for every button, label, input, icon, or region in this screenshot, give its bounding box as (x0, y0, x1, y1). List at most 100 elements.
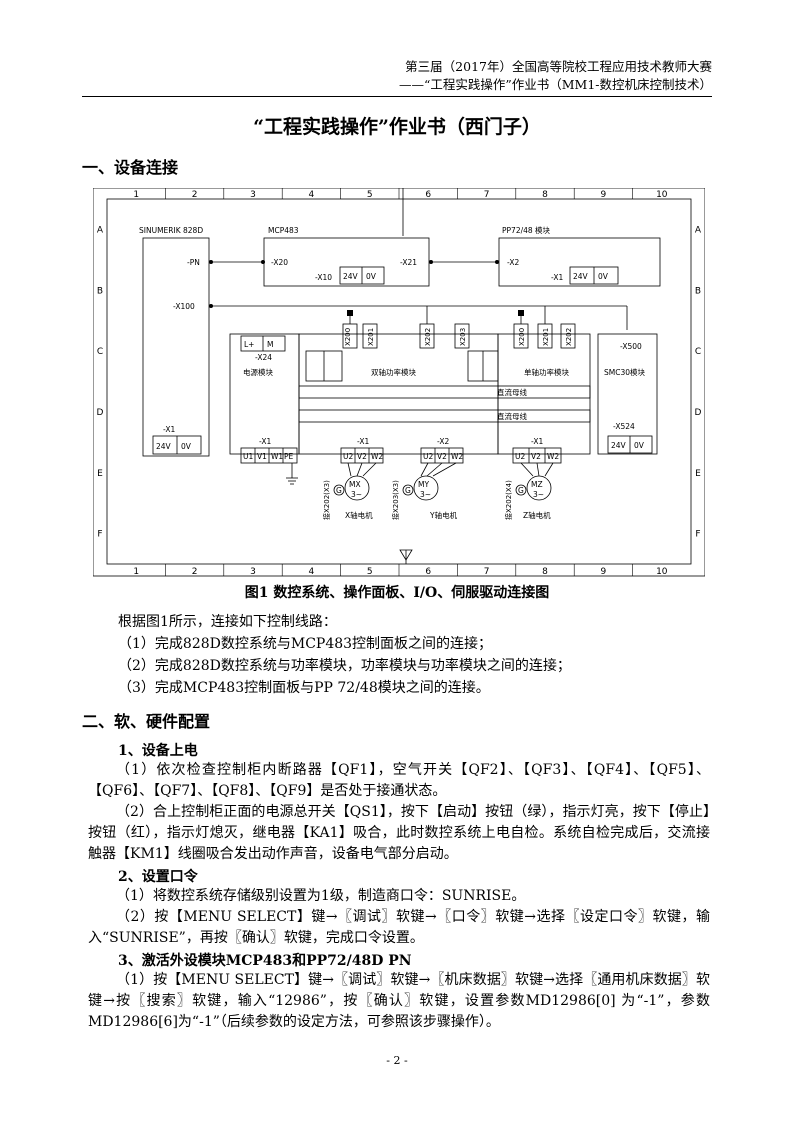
grid-col-bottom-2: 2 (192, 567, 198, 577)
label-24v-mcp: 24V (343, 272, 359, 281)
grid-row-right-E: E (695, 469, 701, 479)
label-dc-bus-2: 直流母线 (497, 411, 527, 421)
grid-row-left-E: E (97, 469, 103, 479)
cnc-box (142, 237, 210, 457)
grid-row-left-B: B (97, 286, 103, 296)
section-2-heading: 二、软、硬件配置 (82, 712, 211, 731)
grid-col-top-10: 10 (656, 190, 668, 200)
label-x500: -X500 (620, 342, 642, 351)
grid-col-top-3: 3 (250, 190, 256, 200)
grid-col-top-8: 8 (542, 190, 548, 200)
label-cnc: SINUMERIK 828D (139, 226, 203, 235)
label-m-power: M (267, 340, 273, 349)
grid-col-bottom-6: 6 (425, 567, 431, 577)
grid-col-top-2: 2 (192, 190, 198, 200)
label-v2-x: V2 (357, 452, 367, 461)
label-v2-y: V2 (437, 452, 447, 461)
power-on-step-1: （1）依次检查控制柜内断路器【QF1】，空气开关【QF2】、【QF3】、【QF4… (88, 762, 710, 799)
label-mcp: MCP483 (268, 226, 299, 235)
label-g-z: G (518, 486, 524, 495)
label-u2-x: U2 (343, 452, 353, 461)
connection-item-1: （1）完成828D数控系统与MCP483控制面板之间的连接； (118, 636, 493, 652)
grid-col-top-7: 7 (484, 190, 490, 200)
label-u1: U1 (243, 452, 253, 461)
grid-col-bottom-10: 10 (656, 567, 668, 577)
label-x1-single: -X1 (531, 437, 543, 446)
password-step-2: （2）按【MENU SELECT】键→〖调试〗软键→〖口令〗软键→选择〖设定口令… (88, 909, 710, 946)
grid-row-left-A: A (97, 225, 104, 235)
label-3ph-z: 3~ (533, 490, 544, 499)
label-single-axis: 单轴功率模块 (524, 367, 569, 377)
label-x1-dual: -X1 (357, 437, 369, 446)
subsection-3-heading: 3、激活外设模块MCP483和PP72/48D PN (118, 953, 412, 969)
grid-col-bottom-7: 7 (484, 567, 490, 577)
page-number: - 2 - (386, 1054, 408, 1067)
grid-col-bottom-3: 3 (250, 567, 256, 577)
label-x10: -X10 (315, 273, 332, 282)
label-x21: -X21 (400, 258, 417, 267)
label-mz: MZ (531, 480, 543, 489)
subsection-1-heading: 1、设备上电 (118, 743, 198, 759)
grid-row-left-C: C (97, 347, 103, 357)
label-y-motor: Y轴电机 (429, 510, 458, 520)
label-v1: V1 (257, 452, 267, 461)
grid-row-right-C: C (695, 347, 701, 357)
section-1-intro: 根据图1所示，连接如下控制线路： (118, 614, 337, 630)
label-w2-y: W2 (451, 452, 463, 461)
grid-col-top-6: 6 (425, 190, 431, 200)
label-24v-cnc: 24V (156, 442, 172, 451)
label-pe: PE (284, 452, 294, 461)
connection-item-2: （2）完成828D数控系统与功率模块，功率模块与功率模块之间的连接； (118, 658, 571, 674)
motor-y (413, 475, 439, 501)
grid-row-right-B: B (695, 286, 701, 296)
label-x201-b: X201 (542, 328, 550, 346)
label-x200-a: X200 (344, 328, 352, 346)
label-24v-pp: 24V (573, 272, 589, 281)
label-z-motor: Z轴电机 (523, 510, 551, 520)
label-g-x: G (336, 486, 342, 495)
document-title: “工程实践操作”作业书（西门子） (253, 116, 541, 138)
label-x1-cnc: -X1 (163, 425, 175, 434)
label-3ph-y: 3~ (420, 490, 431, 499)
label-pp: PP72/48 模块 (502, 225, 551, 235)
power-on-step-2: （2）合上控制柜正面的电源总开关【QS1】，按下【启动】按钮（绿），指示灯亮，按… (88, 804, 710, 862)
label-conn-x3b: 接X203(X3) (391, 480, 400, 520)
label-x202-b: X202 (565, 328, 573, 346)
connection-item-3: （3）完成MCP483控制面板与PP 72/48模块之间的连接。 (118, 680, 490, 696)
label-x524: -X524 (613, 422, 635, 431)
grid-col-bottom-5: 5 (367, 567, 373, 577)
header-line-2: ——“工程实践操作”作业书（MM1-数控机床控制技术） (398, 77, 712, 92)
label-x200-b: X200 (518, 328, 526, 346)
label-x1-power: -X1 (259, 437, 271, 446)
label-mx: MX (349, 480, 361, 489)
label-w1: W1 (271, 452, 283, 461)
label-x-motor: X轴电机 (345, 510, 373, 520)
grid-col-bottom-4: 4 (309, 567, 315, 577)
activate-step-1: （1）按【MENU SELECT】键→〖调试〗软键→〖机床数据〗软键→选择〖通用… (88, 972, 710, 1030)
section-1-heading: 一、设备连接 (82, 158, 179, 177)
grid-col-bottom-9: 9 (601, 567, 607, 577)
grid-row-right-F: F (695, 530, 700, 540)
grid-col-top-9: 9 (601, 190, 607, 200)
grid-col-top-4: 4 (309, 190, 315, 200)
header-rule (82, 96, 712, 97)
grid-row-left-F: F (97, 530, 102, 540)
label-u2-z: U2 (515, 452, 525, 461)
label-x203: X203 (459, 328, 467, 346)
label-3ph-x: 3~ (351, 490, 362, 499)
label-w2-z: W2 (547, 452, 559, 461)
label-0v-pp: 0V (598, 272, 609, 281)
grid-col-top-5: 5 (367, 190, 373, 200)
label-conn-x3: 接X202(X3) (322, 480, 331, 520)
grid-col-top-1: 1 (133, 190, 139, 200)
label-x2: -X2 (507, 258, 519, 267)
grid-row-right-A: A (695, 225, 702, 235)
grid-row-right-D: D (695, 408, 702, 418)
label-x20: -X20 (271, 258, 288, 267)
label-conn-x4: 接X202(X4) (504, 480, 513, 520)
label-x1-pp: -X1 (551, 273, 563, 282)
power-module-box (229, 333, 300, 455)
label-0v-cnc: 0V (181, 442, 192, 451)
label-g-y: G (405, 486, 411, 495)
